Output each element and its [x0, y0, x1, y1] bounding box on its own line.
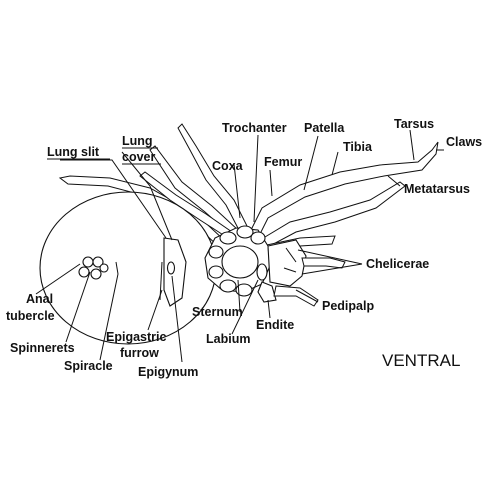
legs: [58, 123, 439, 255]
label-metatarsus: Metatarsus: [404, 182, 470, 196]
leg-second-left: [149, 145, 239, 237]
coxae: [208, 225, 266, 297]
label-lung-slit: Lung slit: [47, 145, 100, 159]
pedipalp-upper: [301, 257, 346, 269]
labels: Lung slit Lung cover Trochanter Patella …: [6, 117, 482, 379]
label-coxa: Coxa: [212, 159, 244, 173]
label-endite: Endite: [256, 318, 294, 332]
label-lung-cover-1: Lung: [122, 134, 153, 148]
label-spiracle: Spiracle: [64, 359, 113, 373]
label-femur: Femur: [264, 155, 302, 169]
epigynum-shape: [166, 261, 176, 275]
label-sternum: Sternum: [192, 305, 243, 319]
label-tibia: Tibia: [343, 140, 373, 154]
label-lung-cover-2: cover: [122, 150, 155, 164]
label-anal-tubercle-1: Anal: [26, 292, 53, 306]
sternum-shape: [221, 245, 259, 279]
label-epigastric-furrow-1: Epigastric: [106, 330, 166, 344]
spinnerets-cluster: [78, 256, 109, 280]
label-epigynum: Epigynum: [138, 365, 198, 379]
leg-third-left: [139, 171, 233, 239]
label-patella: Patella: [304, 121, 345, 135]
leader-lines: [35, 129, 444, 363]
label-chelicerae: Chelicerae: [366, 257, 429, 271]
leg-front-right: [249, 141, 439, 239]
abdomen: [39, 191, 217, 345]
pedipalp-shape: [273, 285, 319, 307]
label-pedipalp: Pedipalp: [322, 299, 374, 313]
endite-shape: [257, 281, 277, 303]
label-spinnerets: Spinnerets: [10, 341, 75, 355]
label-tarsus: Tarsus: [394, 117, 434, 131]
chelicerae-shape: [267, 239, 307, 287]
label-labium: Labium: [206, 332, 250, 346]
leg-second-right: [259, 181, 406, 249]
label-trochanter: Trochanter: [222, 121, 287, 135]
lung-cover-shape: [163, 237, 187, 307]
label-claws: Claws: [446, 135, 482, 149]
spiracle-mark: [115, 261, 119, 275]
labium-shape: [256, 263, 268, 281]
label-epigastric-furrow-2: furrow: [120, 346, 159, 360]
label-anal-tubercle-2: tubercle: [6, 309, 55, 323]
label-ventral-view: VENTRAL: [382, 351, 460, 370]
